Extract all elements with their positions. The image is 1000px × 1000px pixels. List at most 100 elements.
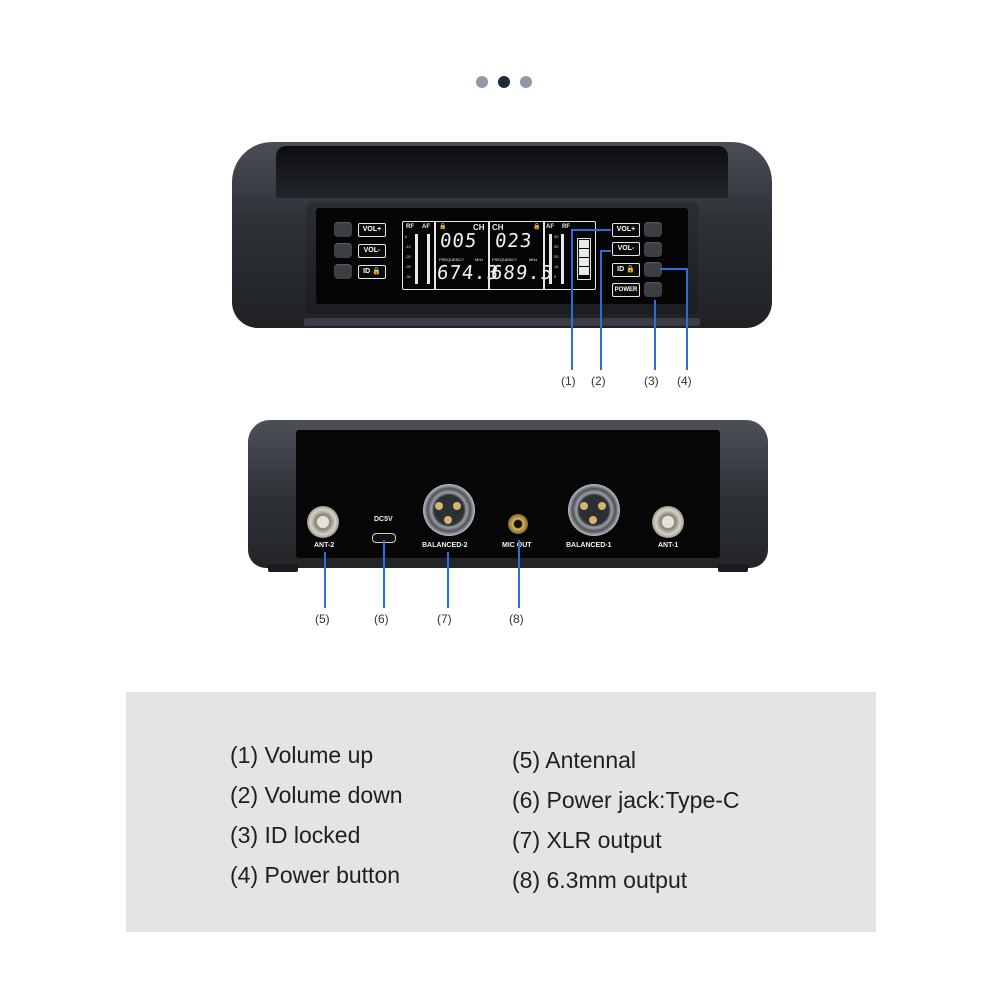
left-vol-down-label: VOL- bbox=[358, 244, 386, 258]
ch1-label: CH bbox=[473, 223, 485, 232]
carousel-dot-3[interactable] bbox=[520, 76, 532, 88]
ant-1-connector[interactable] bbox=[652, 506, 684, 538]
lcd-screen: RF AF 0 -10 -20 -25 -30 CH 🔒 005 FREQUEN… bbox=[402, 221, 596, 290]
right-vol-down-button[interactable] bbox=[644, 242, 662, 257]
lcd-rf-label: RF bbox=[406, 224, 414, 230]
af-scale-3: 15 bbox=[554, 264, 559, 269]
callout-6-number: (6) bbox=[374, 612, 389, 626]
ch2-lock-icon: 🔒 bbox=[533, 224, 541, 230]
back-panel bbox=[296, 430, 720, 558]
af-scale-2: 20 bbox=[554, 254, 559, 259]
callout-7-line bbox=[447, 552, 449, 608]
mic-out-jack[interactable] bbox=[508, 514, 528, 534]
receiver-front-view: VOL+ VOL- ID 🔒 RF AF 0 -10 -20 -25 -30 C… bbox=[232, 142, 772, 332]
left-id-label: ID 🔒 bbox=[358, 265, 386, 279]
left-vol-up-button[interactable] bbox=[334, 222, 352, 237]
legend-item-5: (5) Antennal bbox=[512, 747, 637, 773]
carousel-indicator bbox=[476, 76, 532, 88]
carousel-dot-2[interactable] bbox=[498, 76, 510, 88]
xlr1-pin bbox=[598, 502, 606, 510]
rf-scale-2: -20 bbox=[405, 254, 411, 259]
callout-2-line-h bbox=[600, 250, 611, 252]
right-foot bbox=[718, 564, 748, 572]
rf-scale-0: 0 bbox=[405, 234, 408, 239]
callout-6-line bbox=[383, 540, 385, 608]
callout-4-line bbox=[686, 268, 688, 370]
balanced-1-label: BALANCED-1 bbox=[566, 542, 612, 549]
ant-1-label: ANT-1 bbox=[658, 542, 679, 549]
left-vol-up-label: VOL+ bbox=[358, 223, 386, 237]
legend-item-7: (7) XLR output bbox=[512, 827, 662, 853]
right-id-text: ID bbox=[617, 266, 625, 273]
lock-icon: 🔒 bbox=[372, 268, 381, 275]
xlr2-pin bbox=[453, 502, 461, 510]
af-scale-0: 40 bbox=[554, 234, 559, 239]
af-meter-bar-right bbox=[549, 234, 552, 284]
right-power-button[interactable] bbox=[644, 282, 662, 297]
rf-meter-bar bbox=[415, 234, 418, 284]
left-id-button[interactable] bbox=[334, 264, 352, 279]
callout-3-line bbox=[654, 300, 656, 370]
lcd-divider-3 bbox=[543, 222, 545, 289]
ch2-channel: 023 bbox=[493, 230, 534, 252]
legend-item-6: (6) Power jack:Type-C bbox=[512, 787, 740, 813]
ch2-freq-label: FREQUENCY bbox=[492, 257, 518, 262]
left-foot bbox=[268, 564, 298, 572]
lcd-af-label-right: AF bbox=[546, 224, 554, 230]
right-id-button[interactable] bbox=[644, 262, 662, 277]
legend-panel: (1) Volume up (2) Volume down (3) ID loc… bbox=[126, 692, 876, 932]
balanced-1-xlr-connector[interactable] bbox=[568, 484, 620, 536]
ch1-lock-icon: 🔒 bbox=[439, 224, 447, 230]
callout-1-number: (1) bbox=[561, 374, 576, 388]
lock-icon: 🔒 bbox=[626, 266, 635, 273]
lcd-divider-1 bbox=[434, 222, 436, 289]
rf-scale-3: -25 bbox=[405, 264, 411, 269]
xlr2-pin bbox=[444, 516, 452, 524]
right-id-label: ID 🔒 bbox=[612, 263, 640, 277]
ch1-freq-label: FREQUENCY bbox=[439, 257, 465, 262]
right-vol-down-label: VOL- bbox=[612, 242, 640, 256]
rf-meter-bar-right bbox=[561, 234, 564, 284]
ch1-channel: 005 bbox=[438, 230, 479, 252]
rf-scale-4: -30 bbox=[405, 274, 411, 279]
right-power-label: POWER bbox=[612, 283, 640, 297]
balanced-2-xlr-connector[interactable] bbox=[423, 484, 475, 536]
legend-item-4: (4) Power button bbox=[230, 862, 401, 888]
ch1-unit: MHz bbox=[475, 257, 484, 262]
battery-icon bbox=[577, 238, 591, 280]
mic-out-label: MIC OUT bbox=[502, 542, 532, 549]
xlr1-pin bbox=[580, 502, 588, 510]
ant-2-connector[interactable] bbox=[307, 506, 339, 538]
ch2-unit: MHz bbox=[529, 257, 538, 262]
left-vol-down-button[interactable] bbox=[334, 243, 352, 258]
af-scale-4: 9 bbox=[554, 274, 557, 279]
legend-item-1: (1) Volume up bbox=[230, 742, 374, 768]
right-vol-up-label: VOL+ bbox=[612, 223, 640, 237]
ant-2-label: ANT-2 bbox=[314, 542, 335, 549]
callout-5-line bbox=[324, 552, 326, 608]
callout-3-number: (3) bbox=[644, 374, 659, 388]
legend-item-2: (2) Volume down bbox=[230, 782, 403, 808]
xlr2-pin bbox=[435, 502, 443, 510]
receiver-back-view: ANT-2 DC5V BALANCED-2 MIC OUT BALANCED-1… bbox=[248, 420, 768, 572]
lcd-rf-label-right: RF bbox=[562, 224, 570, 230]
callout-8-line bbox=[518, 540, 520, 608]
right-vol-up-button[interactable] bbox=[644, 222, 662, 237]
callout-5-number: (5) bbox=[315, 612, 330, 626]
callout-4-number: (4) bbox=[677, 374, 692, 388]
callout-4-line-h bbox=[660, 268, 687, 270]
xlr1-pin bbox=[589, 516, 597, 524]
af-meter-bar bbox=[427, 234, 430, 284]
left-id-text: ID bbox=[363, 268, 371, 275]
legend-item-3: (3) ID locked bbox=[230, 822, 361, 848]
carousel-dot-1[interactable] bbox=[476, 76, 488, 88]
ch2-frequency: 689.5 bbox=[489, 262, 555, 284]
legend-item-8: (8) 6.3mm output bbox=[512, 867, 688, 893]
ch2-label: CH bbox=[492, 223, 504, 232]
front-bottom-strip bbox=[304, 318, 700, 326]
rf-scale-1: -10 bbox=[405, 244, 411, 249]
receiver-top-glass bbox=[276, 146, 728, 198]
af-scale-1: 30 bbox=[554, 244, 559, 249]
callout-2-number: (2) bbox=[591, 374, 606, 388]
callout-1-line bbox=[571, 229, 573, 370]
